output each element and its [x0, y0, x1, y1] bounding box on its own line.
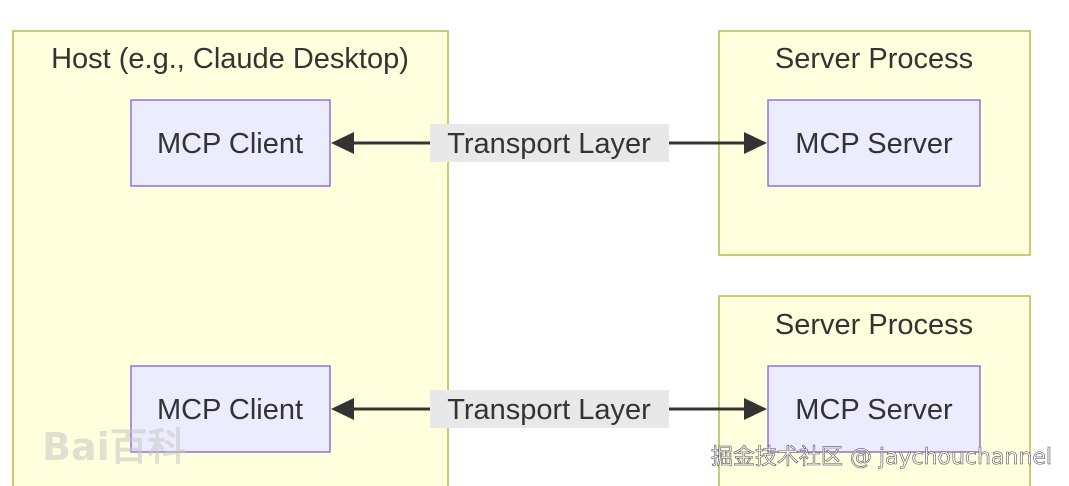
edge-label-bg-2 [430, 390, 669, 428]
arrowhead-left-1 [331, 132, 354, 154]
mcp-client-label-2: MCP Client [157, 394, 303, 426]
server-process-label-2: Server Process [775, 309, 973, 341]
arrowhead-left-2 [331, 398, 354, 420]
mcp-client-label-1: MCP Client [157, 128, 303, 160]
baidu-watermark: Bai百科 [42, 425, 186, 469]
host-label: Host (e.g., Claude Desktop) [51, 43, 409, 75]
mcp-server-node-2: MCP Server [767, 365, 981, 453]
juejin-watermark: 掘金技术社区 @ jaychouchannel [711, 445, 1052, 470]
mcp-server-node-1: MCP Server [767, 99, 981, 187]
transport-edge-2: Transport Layer [331, 390, 767, 428]
arrowhead-right-2 [744, 398, 767, 420]
server-process-label-1: Server Process [775, 43, 973, 75]
edge-label-1: Transport Layer [447, 128, 651, 160]
mcp-server-label-1: MCP Server [795, 128, 953, 160]
mcp-server-label-2: MCP Server [795, 394, 953, 426]
transport-edge-1: Transport Layer [331, 124, 767, 162]
mcp-client-node-2: MCP Client [130, 365, 331, 453]
edge-label-bg-1 [430, 124, 669, 162]
mcp-client-node-1: MCP Client [130, 99, 331, 187]
arrowhead-right-1 [744, 132, 767, 154]
edge-label-2: Transport Layer [447, 394, 651, 426]
